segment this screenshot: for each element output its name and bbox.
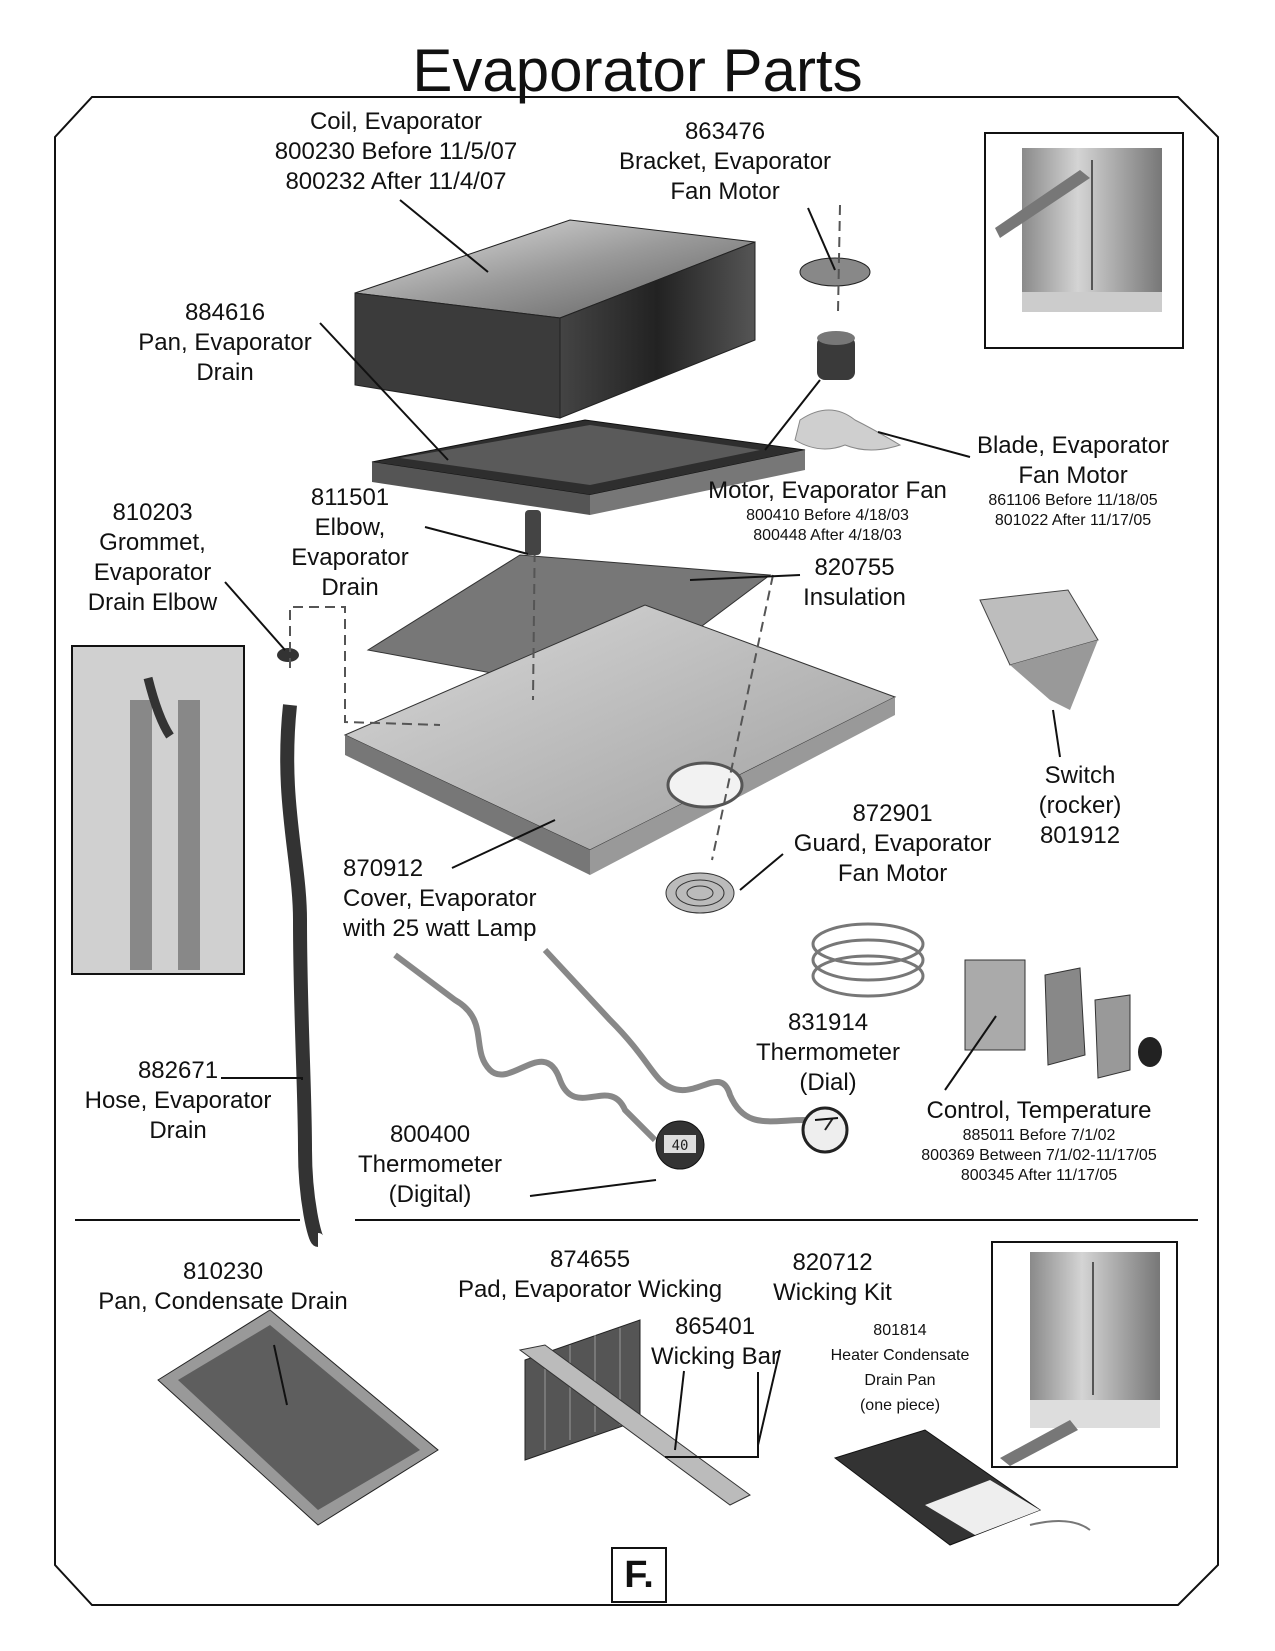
label-motor: Motor, Evaporator Fan 800410 Before 4/18… xyxy=(708,477,947,544)
page-title: Evaporator Parts xyxy=(412,37,863,104)
digital-thermometer: 40 xyxy=(393,952,705,1170)
label-cover: 870912 Cover, Evaporator with 25 watt La… xyxy=(343,855,537,942)
evaporator-cover xyxy=(343,604,897,875)
label-switch: Switch (rocker) 801912 xyxy=(1038,762,1122,849)
label-thermometer-dial: 831914 Thermometer (Dial) xyxy=(755,1009,901,1096)
digital-readout: 40 xyxy=(672,1138,689,1154)
label-drain-pan: 884616 Pan, Evaporator Drain xyxy=(138,299,312,386)
label-insulation: 820755 Insulation xyxy=(803,554,906,611)
label-coil: Coil, Evaporator 800230 Before 11/5/07 8… xyxy=(274,108,518,195)
label-hose: 882671 Hose, Evaporator Drain xyxy=(84,1057,272,1144)
label-bracket: 863476 Bracket, Evaporator Fan Motor xyxy=(618,118,832,205)
fridge-inset-top xyxy=(984,132,1184,349)
evaporator-coil xyxy=(354,219,756,419)
heater-drain-pan xyxy=(833,1429,1091,1546)
label-temperature-control: Control, Temperature 885011 Before 7/1/0… xyxy=(921,1097,1157,1184)
grommet-part xyxy=(277,648,299,662)
condensate-drain-pan xyxy=(157,1309,439,1526)
label-wicking-bar: 865401 Wicking Bar xyxy=(650,1313,780,1370)
hose-routing-dashed xyxy=(289,606,441,726)
evaporator-drain-pan xyxy=(371,419,806,515)
drain-elbow xyxy=(525,510,541,555)
fan-blade xyxy=(794,409,902,451)
wicking-bar xyxy=(518,1344,751,1506)
label-wicking-pad: 874655 Pad, Evaporator Wicking xyxy=(457,1246,723,1303)
label-guard: 872901 Guard, Evaporator Fan Motor xyxy=(793,800,992,887)
page-section-letter: F. xyxy=(611,1547,667,1603)
dial-thermometer xyxy=(542,947,849,1154)
rocker-switch xyxy=(979,589,1099,710)
label-thermometer-digital: 800400 Thermometer (Digital) xyxy=(357,1121,503,1208)
label-condensate-pan: 810230 Pan, Condensate Drain xyxy=(98,1258,348,1315)
fridge-inset-bottom xyxy=(991,1241,1178,1468)
fan-motor xyxy=(817,331,855,380)
label-heater-drain-pan: 801814 Heater Condensate Drain Pan (one … xyxy=(830,1322,970,1414)
label-blade: Blade, Evaporator Fan Motor 861106 Befor… xyxy=(976,432,1170,529)
fan-bracket xyxy=(799,257,871,287)
grommet-closeup-inset xyxy=(71,645,245,975)
label-wicking-kit: 820712 Wicking Kit xyxy=(773,1249,892,1306)
drain-hose xyxy=(280,704,325,1247)
leader-lines xyxy=(221,199,1061,1458)
fan-guard xyxy=(665,872,735,914)
label-grommet: 810203 Grommet, Evaporator Drain Elbow xyxy=(87,499,218,616)
temperature-control xyxy=(811,922,1162,1079)
diagram-frame xyxy=(54,96,1219,1606)
label-elbow: 811501 Elbow, Evaporator Drain xyxy=(291,484,409,601)
